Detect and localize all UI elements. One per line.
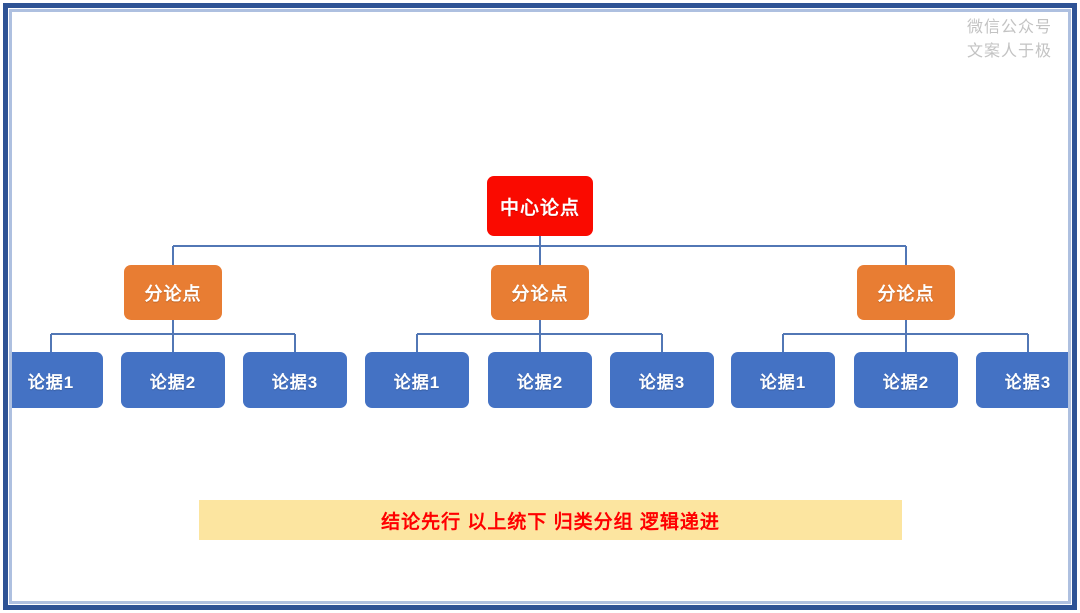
node-leaf-2-2[interactable]: 论据2: [488, 352, 592, 408]
watermark-line-2: 文案人于极: [966, 43, 1052, 60]
node-branch-1-label: 分论点: [144, 283, 202, 304]
node-root-central-argument[interactable]: 中心论点: [487, 176, 593, 236]
node-leaf-3-3[interactable]: 论据3: [976, 352, 1068, 408]
slide-border-outer: [3, 3, 1077, 610]
node-branch-1[interactable]: 分论点: [124, 265, 222, 320]
node-leaf-3-2[interactable]: 论据2: [854, 352, 958, 408]
node-branch-3-label: 分论点: [877, 283, 935, 304]
node-leaf-3-1[interactable]: 论据1: [731, 352, 835, 408]
summary-banner-text: 结论先行 以上统下 归类分组 逻辑递进: [381, 511, 720, 533]
node-leaf-1-1-label: 论据1: [27, 372, 75, 392]
node-leaf-2-3[interactable]: 论据3: [610, 352, 714, 408]
slide-border-inner: [9, 9, 1071, 604]
node-leaf-3-3-label: 论据3: [1004, 372, 1052, 392]
node-leaf-2-1-label: 论据1: [393, 372, 441, 392]
node-leaf-2-1[interactable]: 论据1: [365, 352, 469, 408]
node-leaf-1-1[interactable]: 论据1: [12, 352, 103, 408]
node-leaf-1-2-label: 论据2: [149, 372, 197, 392]
node-leaf-1-2[interactable]: 论据2: [121, 352, 225, 408]
summary-banner: 结论先行 以上统下 归类分组 逻辑递进: [199, 500, 902, 540]
watermark: 微信公众号 文案人于极: [967, 16, 1052, 64]
node-branch-3[interactable]: 分论点: [857, 265, 955, 320]
node-branch-2-label: 分论点: [511, 283, 569, 304]
node-root-label: 中心论点: [499, 197, 580, 219]
node-leaf-3-2-label: 论据2: [882, 372, 930, 392]
node-leaf-3-1-label: 论据1: [759, 372, 807, 392]
node-branch-2[interactable]: 分论点: [491, 265, 589, 320]
watermark-line-1: 微信公众号: [966, 19, 1052, 36]
node-leaf-1-3[interactable]: 论据3: [243, 352, 347, 408]
node-leaf-1-3-label: 论据3: [271, 372, 319, 392]
node-leaf-2-3-label: 论据3: [638, 372, 686, 392]
node-leaf-2-2-label: 论据2: [516, 372, 564, 392]
